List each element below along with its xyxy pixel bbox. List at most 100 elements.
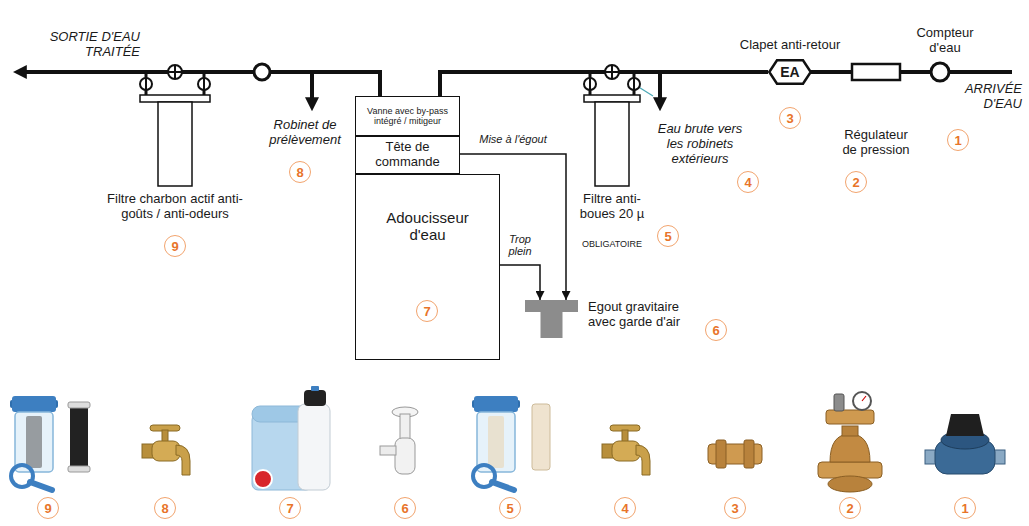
drain-shape (525, 300, 578, 338)
carbon-filter-photo (70, 404, 88, 470)
pressure-regulator-photo (830, 434, 870, 462)
inlet-pipe (800, 70, 1012, 74)
callout-number-text: 5 (664, 230, 671, 243)
check-valve-photo (708, 440, 762, 468)
carbon-filter-symbol (140, 95, 210, 102)
callout-number: 5 (499, 497, 521, 519)
siphon-photo (400, 414, 410, 440)
callout-number-text: 1 (954, 134, 961, 147)
connector-label: Trop plein (504, 233, 536, 257)
tap-branch (658, 72, 662, 100)
drain-symbol: Egout gravitaire avec garde d'air (525, 300, 578, 338)
water-softener-photo (252, 386, 330, 490)
hexagon-outline (769, 60, 811, 84)
sediment-filter-symbol (584, 65, 640, 186)
water-pipe (440, 72, 768, 96)
part-label: Filtre anti-boues 20 µ (576, 192, 648, 222)
tap-photo (622, 430, 628, 442)
callout-number: 9 (37, 497, 59, 519)
carbon-filter-photo (68, 402, 90, 408)
part-label: Compteur d'eau (910, 26, 980, 56)
callout-number-text: 4 (621, 502, 628, 515)
carbon-filter-photo (10, 396, 90, 490)
control-head-box: Tête de commande (355, 136, 460, 174)
sediment-filter-symbol (584, 95, 640, 102)
carbon-filter-symbol (145, 76, 147, 92)
callout-number-text: 1 (961, 502, 968, 515)
callout-number: 4 (737, 171, 759, 193)
pressure-regulator-photo (834, 394, 844, 411)
callout-number-text: 8 (161, 502, 168, 515)
tap-photo (636, 445, 650, 475)
pressure-regulator-photo (818, 392, 882, 492)
pressure-regulator-photo (842, 426, 858, 436)
carbon-filter-symbol (168, 65, 182, 79)
inlet-label: ARRIVÉE D'EAU (956, 82, 1022, 112)
callout-number-text: 7 (423, 305, 430, 318)
sediment-filter-symbol (595, 102, 629, 186)
callout-number-text: 4 (744, 176, 751, 189)
callout-number-text: 3 (731, 502, 738, 515)
carbon-filter-photo (30, 482, 52, 490)
carbon-filter-photo (12, 396, 56, 412)
callout-number-text: 5 (506, 502, 513, 515)
sediment-filter-symbol (589, 76, 591, 92)
callout-number: 6 (394, 497, 416, 519)
callout-number: 7 (416, 300, 438, 322)
callout-number-text: 2 (846, 502, 853, 515)
branch-label: Robinet de prélèvement (260, 118, 350, 148)
callout-number: 4 (614, 497, 636, 519)
sediment-filter-symbol (605, 65, 619, 79)
callout-number: 8 (154, 497, 176, 519)
callout-number: 5 (657, 225, 679, 247)
note-label: OBLIGATOIRE (576, 239, 648, 249)
part-label: Filtre charbon actif anti-goûts / anti-o… (100, 192, 250, 222)
callout-number: 1 (954, 497, 976, 519)
callout-number-text: 2 (852, 176, 859, 189)
node-label: Vanne avec by-pass intégré / mitigeur (360, 106, 455, 127)
pressure-regulator-photo (853, 392, 871, 410)
water-meter-photo (925, 414, 1005, 474)
part-label: Régulateur de pression (838, 128, 914, 158)
sampling-point-symbol (254, 64, 270, 80)
callout-number: 2 (839, 497, 861, 519)
pressure-regulator-photo (862, 396, 866, 401)
callout-number-text: 8 (296, 166, 303, 179)
pressure-regulator-photo (826, 410, 874, 424)
siphon-photo (395, 438, 415, 474)
tap-photo (602, 425, 650, 475)
callout-number: 1 (947, 129, 969, 151)
sediment-filter-photo (532, 404, 550, 470)
check-valve-hexagon: Clapet anti-retourEA (768, 59, 812, 85)
callout-number-text: 9 (171, 240, 178, 253)
sediment-filter-photo (472, 396, 550, 490)
drain-shape (525, 300, 578, 338)
water-softener-photo (304, 390, 326, 406)
callout-number: 2 (845, 171, 867, 193)
overflow-line (500, 265, 540, 300)
node-label: Tête de commande (360, 140, 455, 170)
water-meter-symbol (931, 63, 949, 81)
callout-number-text: 9 (44, 502, 51, 515)
tap-photo (162, 430, 168, 442)
carbon-filter-symbol (203, 76, 205, 92)
tap-photo (176, 445, 190, 475)
water-softener-photo (254, 470, 272, 488)
valve-box: Vanne avec by-pass intégré / mitigeur (355, 96, 460, 136)
callout-number: 9 (164, 235, 186, 257)
softener-box: 7Adoucisseur d'eau (355, 174, 500, 360)
callout-number-text: 3 (786, 112, 793, 125)
callout-number: 8 (289, 161, 311, 183)
carbon-filter-photo (26, 416, 42, 468)
pressure-regulator-symbol (852, 64, 900, 80)
sediment-filter-symbol (605, 65, 619, 79)
callout-number-text: 6 (712, 324, 719, 337)
tap-photo (142, 425, 190, 475)
water-softener-photo (298, 404, 330, 490)
callout-number-text: 6 (401, 502, 408, 515)
sediment-filter-symbol (633, 76, 635, 92)
callout-number: 6 (705, 319, 727, 341)
sediment-filter-photo (477, 412, 515, 472)
